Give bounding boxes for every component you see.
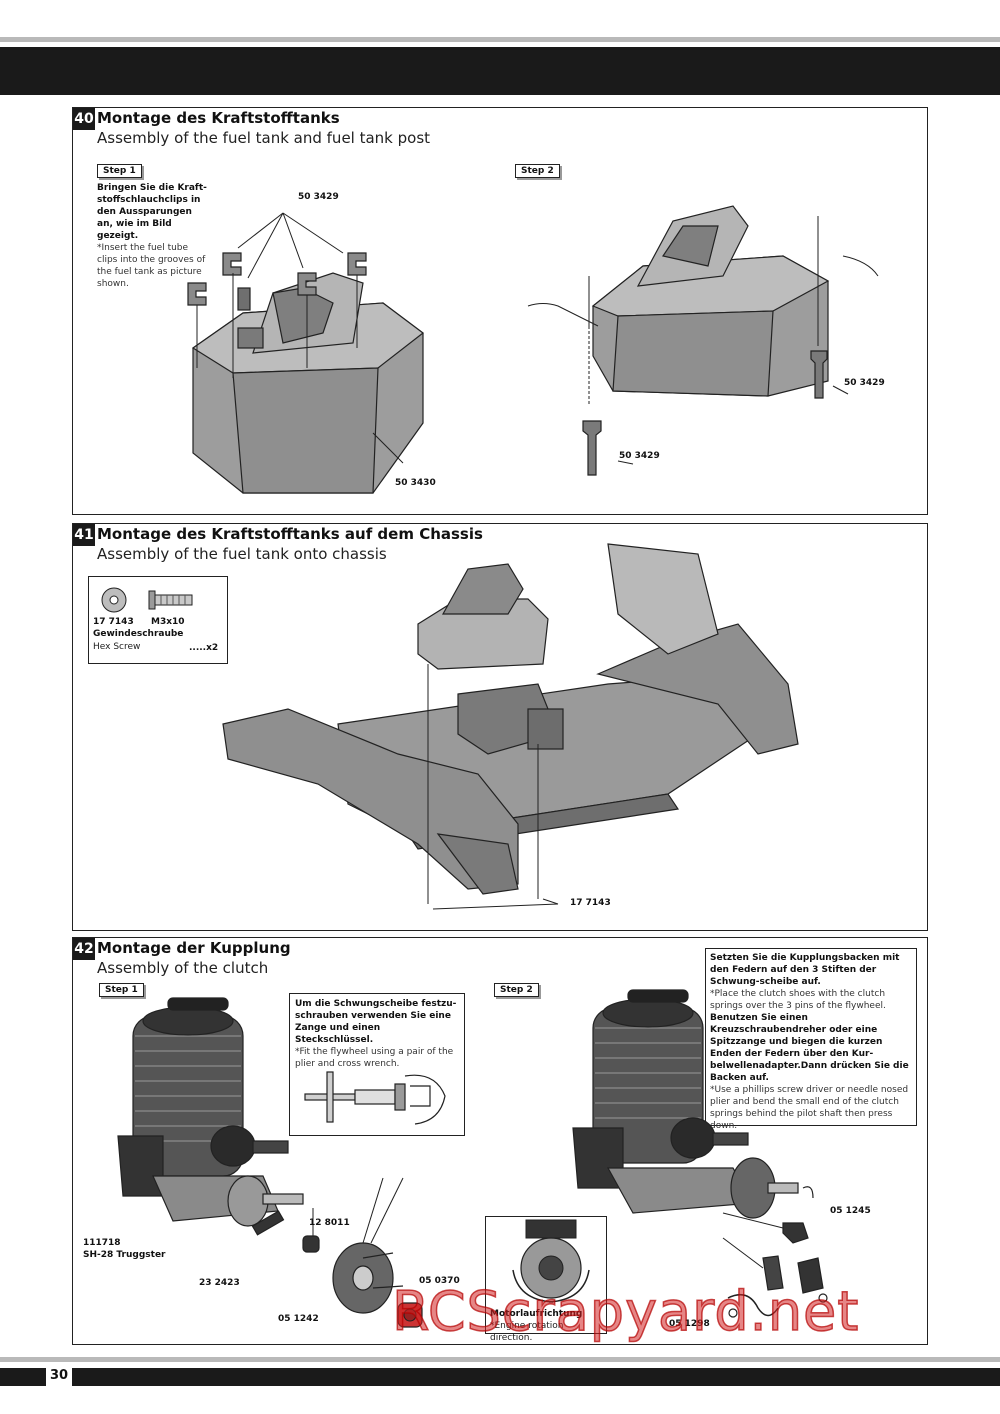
engine-illustration-step1 [117, 997, 304, 1227]
part-label-12-8011: 12 8011 [309, 1218, 350, 1228]
clutch-note-box: Setzten Sie die Kupplungsbacken mit den … [705, 948, 917, 1131]
footer-band [0, 1368, 1000, 1386]
screw-icon [148, 590, 193, 610]
section-number: 40 [73, 108, 95, 130]
hw-size: M3x10 [151, 617, 185, 627]
clip-note: Bringen Sie die Kraft-stoffschlauchclips… [97, 182, 207, 290]
clutch-shoes-springs [722, 1186, 828, 1318]
engine-name: SH-28 Truggster [83, 1250, 166, 1260]
step-2-badge: Step 2 [494, 983, 539, 997]
section-title-de: Montage der Kupplung [97, 939, 291, 957]
chassis-illustration [222, 543, 799, 910]
watermark-logo: RCScrapyard.net [391, 1279, 860, 1344]
engine-code: 111718 [83, 1238, 121, 1248]
step-1-badge: Step 1 [99, 983, 144, 997]
engine-illustration-step2 [572, 989, 799, 1219]
page-number: 30 [46, 1368, 73, 1386]
rotation-label-en: *Engine rotation direction. [490, 1321, 564, 1343]
hw-quantity: .....x2 [189, 643, 219, 653]
section-42: 42 Montage der Kupplung Assembly of the … [72, 937, 928, 1345]
clutch-note-en2: *Use a phillips screw driver or needle n… [710, 1085, 909, 1131]
flywheel-note-de: Um die Schwungscheibe festzu-schrauben v… [295, 999, 457, 1045]
flywheel-note-en: *Fit the flywheel using a pair of the pl… [295, 1047, 454, 1069]
fuel-tank-illustration [187, 212, 424, 494]
washer-icon [101, 587, 127, 613]
rotation-illustration [512, 1219, 590, 1303]
section-number: 42 [73, 938, 95, 960]
part-label-post-right: 50 3429 [844, 378, 885, 388]
part-label-05-1245: 05 1245 [830, 1206, 871, 1216]
cross-wrench-icon [304, 1071, 446, 1125]
clutch-nut-icon [397, 1302, 423, 1328]
hw-part-number: 17 7143 [93, 617, 134, 627]
part-label-post-left: 50 3429 [619, 451, 660, 461]
flywheel-note: Um die Schwungscheibe festzu-schrauben v… [295, 998, 459, 1070]
section-number: 41 [73, 524, 95, 546]
header-band [0, 47, 1000, 95]
clutch-note-de2: Benutzen Sie einen Kreuzschraubendreher … [710, 1013, 909, 1083]
part-label-clips: 50 3429 [298, 192, 339, 202]
section-title-en: Assembly of the clutch [97, 959, 269, 977]
flywheel-note-box: Um die Schwungscheibe festzu-schrauben v… [289, 993, 465, 1136]
rotation-direction-box: Motorlaufrichtung *Engine rotation direc… [485, 1216, 607, 1343]
step-1-badge: Step 1 [97, 164, 142, 178]
section-41: 41 Montage des Kraftstofftanks auf dem C… [72, 523, 928, 931]
flywheel-parts-step1 [251, 1177, 404, 1314]
section-title-en: Assembly of the fuel tank onto chassis [97, 545, 387, 563]
section-title-de: Montage des Kraftstofftanks auf dem Chas… [97, 525, 483, 543]
part-label-23-2423: 23 2423 [199, 1278, 240, 1288]
part-label-05-0370: 05 0370 [419, 1276, 460, 1286]
footer-rule [0, 1357, 1000, 1362]
clip-note-de: Bringen Sie die Kraft-stoffschlauchclips… [97, 183, 207, 241]
hw-name-de: Gewindeschraube [93, 629, 184, 639]
rotation-label-de: Motorlaufrichtung [490, 1309, 583, 1319]
clutch-note-en1: *Place the clutch shoes with the clutch … [710, 989, 886, 1011]
clip-note-en: *Insert the fuel tube clips into the gro… [97, 243, 206, 289]
header-rule [0, 37, 1000, 42]
step-2-badge: Step 2 [515, 164, 560, 178]
hardware-box: 17 7143 M3x10 Gewindeschraube Hex Screw … [88, 576, 228, 664]
part-label-05-1298: 05 1298 [669, 1319, 710, 1329]
tank-post-illustration [527, 205, 879, 476]
part-label-05-1242: 05 1242 [278, 1314, 319, 1324]
section-40: 40 Montage des Kraftstofftanks Assembly … [72, 107, 928, 515]
section-title-de: Montage des Kraftstofftanks [97, 109, 340, 127]
clutch-note: Setzten Sie die Kupplungsbacken mit den … [710, 952, 912, 1132]
part-label-screw: 17 7143 [570, 898, 611, 908]
part-label-tank: 50 3430 [395, 478, 436, 488]
hw-name-en: Hex Screw [93, 642, 141, 652]
section-title-en: Assembly of the fuel tank and fuel tank … [97, 129, 431, 147]
clutch-note-de1: Setzten Sie die Kupplungsbacken mit den … [710, 953, 900, 987]
